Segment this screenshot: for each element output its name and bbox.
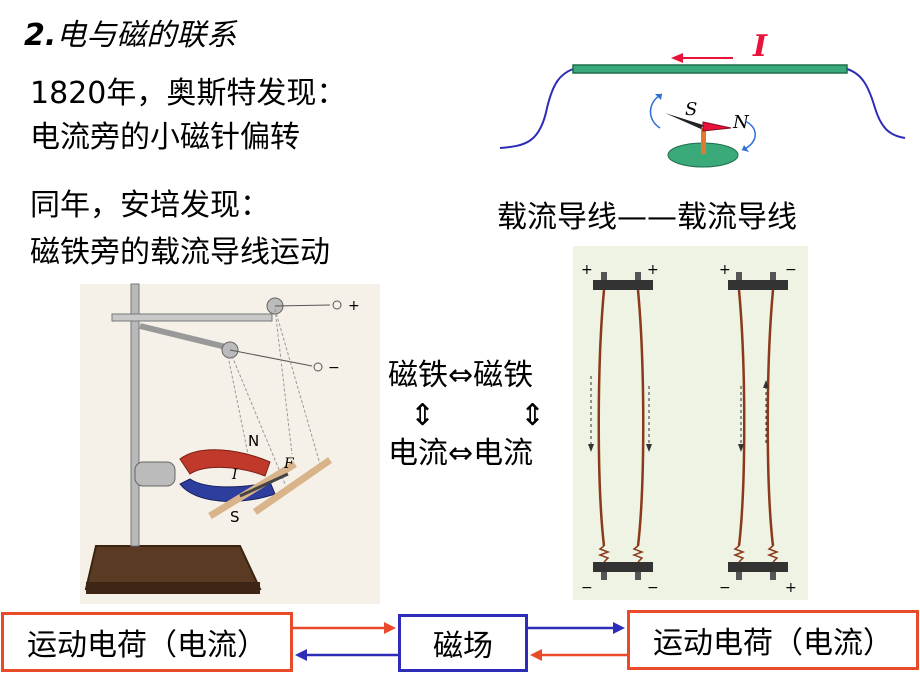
force-f-label: F	[283, 456, 295, 472]
needle-south	[665, 113, 703, 129]
heading-number: 2.	[24, 18, 57, 53]
current-arrow-head	[671, 53, 683, 63]
magnet-n-label: N	[248, 432, 259, 450]
left-pair-top-left-sign: +	[581, 262, 593, 278]
section-heading: 2.电与磁的联系	[24, 16, 236, 56]
relation-magnet-right: 磁铁	[473, 358, 534, 393]
magnet-north-arm	[179, 449, 271, 477]
left-wire-pair: + + − −	[581, 262, 659, 596]
suspension-4	[274, 308, 321, 465]
magnet-s-label: S	[230, 508, 240, 526]
needle-south-label: S	[685, 99, 697, 120]
relation-magnet-left: 磁铁	[388, 358, 448, 393]
right-pair-top-right-sign: −	[785, 262, 797, 278]
relation-arrow-right: ⇕	[520, 398, 546, 433]
right-pair-bottom-left-sign: −	[719, 580, 731, 596]
needle-north	[702, 121, 732, 132]
right-wire-pair: + − − +	[719, 262, 797, 596]
suspension-2	[231, 355, 286, 485]
rotation-arrow-left-head	[655, 94, 662, 100]
rotation-arrow-right-head	[742, 145, 749, 152]
rail-front	[253, 457, 332, 515]
terminal-plus-label: +	[348, 298, 360, 314]
clamp-holder	[134, 461, 176, 487]
terminal-minus-label: −	[328, 360, 340, 376]
lead-wire-right	[846, 68, 906, 139]
oersted-line1: 1820年，奥斯特发现：	[30, 76, 347, 111]
ampere-line2: 磁铁旁的载流导线运动	[30, 235, 330, 270]
stand-arm	[111, 313, 273, 322]
lead-wire-bottom	[229, 349, 313, 367]
conducting-rod	[239, 472, 289, 498]
lead-wire-left	[499, 68, 574, 149]
horizontal-wire	[572, 64, 848, 74]
relation-current-right: 电流	[473, 436, 534, 471]
heading-title: 电与磁的联系	[56, 18, 237, 53]
stand-base-front	[86, 582, 260, 594]
oersted-line2: 电流旁的小磁针偏转	[30, 120, 300, 155]
needle-north-label: N	[732, 112, 750, 133]
relation-row-2: 电流⇔电流	[388, 434, 533, 474]
current-i-label: I	[231, 467, 238, 483]
left-pair-top-right-sign: +	[647, 262, 659, 278]
compass-pivot	[701, 128, 706, 154]
relation-equiv-bottom: ⇔	[448, 436, 474, 471]
current-label: I	[752, 29, 768, 64]
parallel-wires-figure: + + − − + − − +	[573, 246, 808, 600]
stand-rod	[130, 283, 140, 547]
terminal-minus	[313, 362, 323, 372]
flow-arrows	[293, 622, 627, 661]
terminal-plus	[332, 300, 342, 310]
lead-wire-top	[274, 304, 331, 307]
arm-lever	[139, 323, 231, 351]
apparatus-figure: + − N S I F	[80, 283, 380, 604]
relation-row-1: 磁铁⇔磁铁	[388, 356, 533, 396]
magnetic-field-box: 磁场	[398, 614, 528, 672]
left-pair-bottom-left-sign: −	[581, 580, 593, 596]
relation-current-left: 电流	[388, 436, 448, 471]
moving-charge-box-right: 运动电荷（电流）	[627, 610, 919, 670]
right-pair-top-left-sign: +	[719, 262, 731, 278]
right-pair-bottom-right-sign: +	[785, 580, 797, 596]
moving-charge-box-left: 运动电荷（电流）	[1, 612, 293, 672]
left-pair-bottom-right-sign: −	[647, 580, 659, 596]
suspension-3	[274, 308, 293, 455]
magnet-south-arm	[179, 478, 276, 502]
wire-caption: 载流导线——载流导线	[497, 200, 797, 235]
ampere-line1: 同年，安培发现：	[30, 188, 270, 223]
relation-equiv-top: ⇔	[448, 358, 474, 393]
oersted-compass-figure: I S N	[499, 29, 906, 168]
relation-arrow-left: ⇕	[410, 398, 436, 433]
